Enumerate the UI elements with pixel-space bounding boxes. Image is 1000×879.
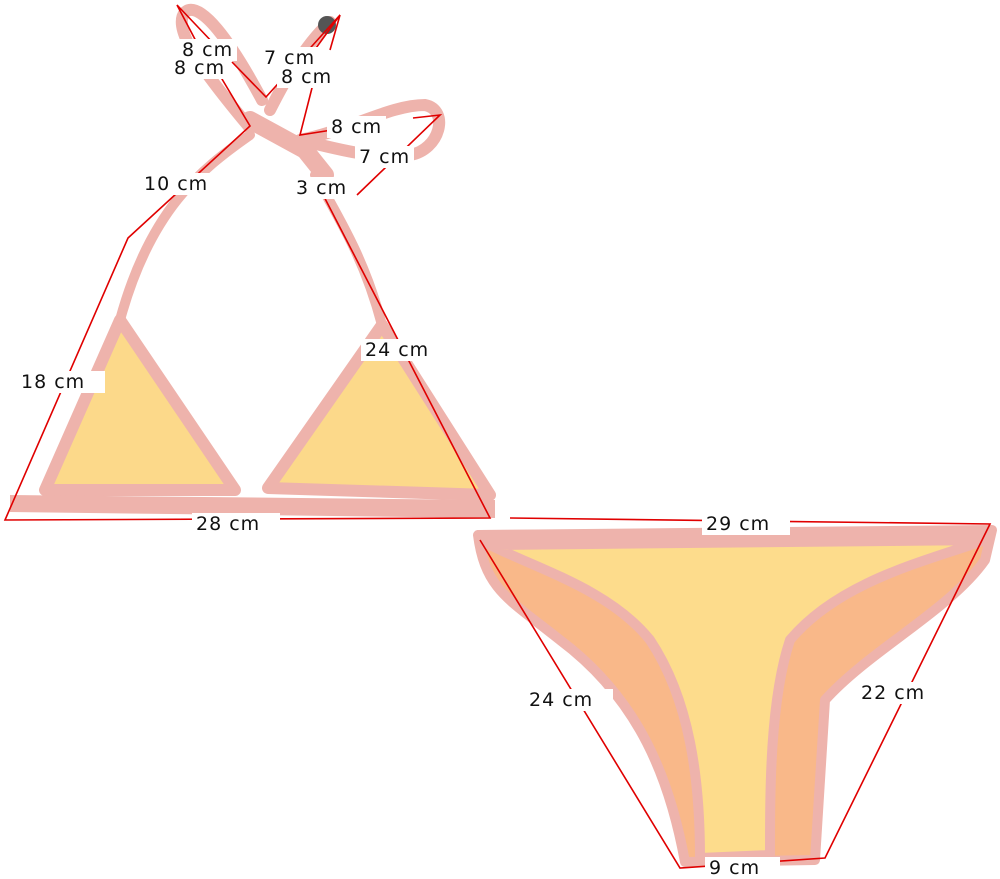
measure-label: 9 cm xyxy=(705,857,781,879)
top-band xyxy=(10,495,495,518)
strap-clasp xyxy=(318,16,336,34)
measure-label: 8 cm xyxy=(170,57,230,79)
bottom-front xyxy=(485,535,990,863)
measurement-lines xyxy=(3,4,992,869)
measure-label: 7 cm xyxy=(260,47,320,69)
waistband xyxy=(480,528,992,548)
measure-label: 8 cm xyxy=(277,66,337,88)
measure-label: 8 cm xyxy=(178,39,238,61)
bikini-bottom xyxy=(473,525,997,867)
measure-label: 18 cm xyxy=(17,371,106,393)
measure-label: 3 cm xyxy=(292,177,352,199)
measure-label: 8 cm xyxy=(327,116,387,138)
measure-label: 10 cm xyxy=(140,173,213,195)
measure-label: 29 cm xyxy=(702,513,791,535)
measure-label: 24 cm xyxy=(361,339,434,361)
neck-strap-left xyxy=(115,130,255,325)
measure-label: 7 cm xyxy=(355,146,415,168)
cup-left xyxy=(39,314,241,496)
measure-label: 22 cm xyxy=(857,682,930,704)
measure-label: 28 cm xyxy=(192,513,281,535)
measure-label: 24 cm xyxy=(525,689,614,711)
strap-knot xyxy=(241,111,334,184)
cup-right xyxy=(262,319,496,501)
